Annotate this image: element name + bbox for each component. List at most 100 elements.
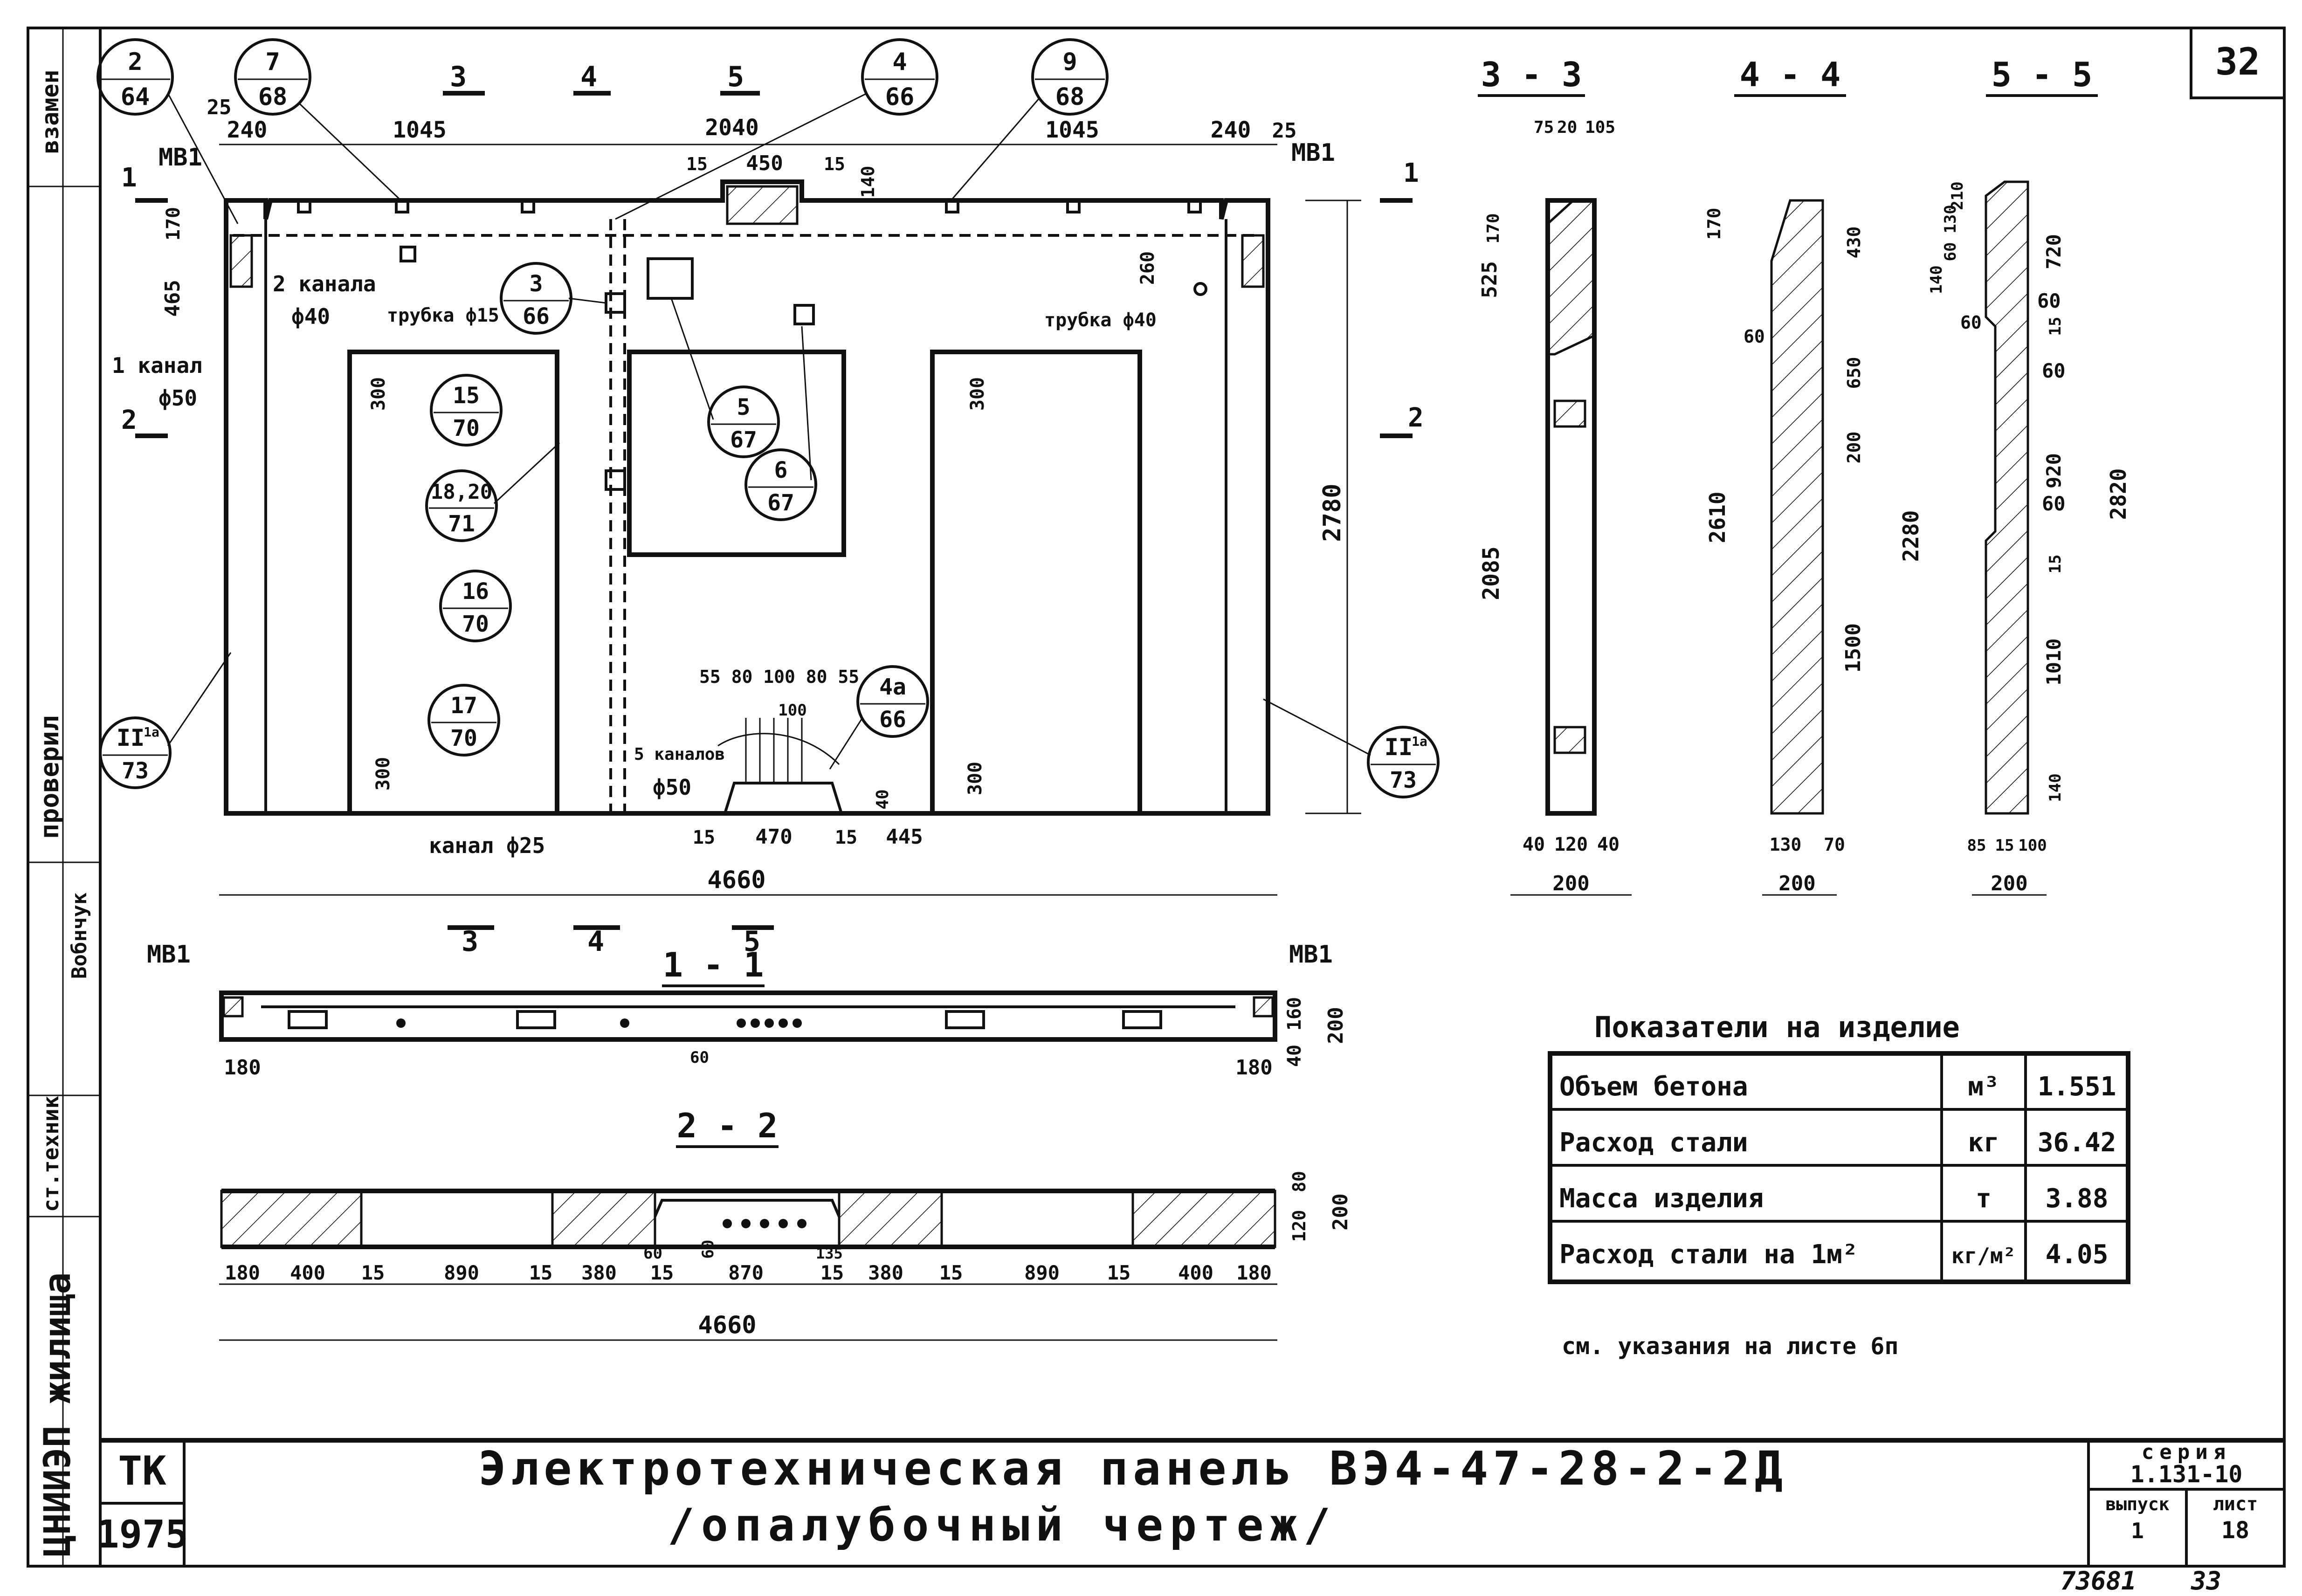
dim: 400 — [1178, 1261, 1213, 1284]
dim: 15 — [820, 1261, 844, 1284]
dim: 200 — [1844, 432, 1864, 464]
row-unit: кг — [1968, 1128, 1999, 1158]
mark-1-left: 1 — [121, 163, 137, 193]
dim-25-right: 25 — [1272, 119, 1297, 143]
dim: 105 — [1585, 118, 1615, 137]
door-opening-left — [347, 350, 559, 816]
mark-2-left: 2 — [121, 405, 137, 435]
dim: 400 — [290, 1261, 325, 1284]
dim-bottom-15a: 15 — [693, 827, 715, 848]
elevation-labels: МВ1 МВ1 2 канала ф40 1 канал ф50 трубка … — [112, 139, 1335, 858]
dim: 60 — [1744, 326, 1765, 347]
section-5-5: 5 - 5 140 60 130 210 720 15 60 920 60 15… — [1898, 55, 2131, 896]
row-unit: кг/м² — [1951, 1243, 2016, 1268]
issue-label: выпуск — [2105, 1494, 2169, 1514]
callout-top: 5 — [737, 394, 751, 420]
label-mb1-left-s11: МВ1 — [147, 941, 191, 969]
label-phi50: ф50 — [159, 385, 197, 411]
stamp-checker: Вобнчук — [68, 893, 91, 979]
callout-sup: 1а — [1412, 734, 1427, 749]
dim: 2820 — [2106, 468, 2131, 520]
section-2-2: 2 - 2 180 400 15 890 15 380 15 870 15 38… — [219, 1106, 1352, 1341]
callout-5-67: 567 — [707, 385, 780, 458]
label-mb1-right-s11: МВ1 — [1289, 941, 1333, 969]
dim: 120 — [1289, 1210, 1310, 1242]
mark-3-bottom: 3 — [462, 925, 478, 958]
dim: 15 — [2046, 317, 2065, 336]
callout-top: 6 — [774, 457, 788, 483]
dim-bottom-470: 470 — [755, 825, 792, 849]
label-tube15: трубка ф15 — [387, 305, 499, 326]
dim: 200 — [1778, 872, 1815, 895]
dim: 135 — [816, 1245, 843, 1262]
dim: 130 — [1941, 205, 1960, 233]
side-stamp: взамен проверил Вобнчук ст.техник ЦНИИЭП… — [27, 27, 102, 1568]
row-value: 4.05 — [2046, 1239, 2109, 1270]
dim: 210 — [1948, 181, 1967, 210]
callout-top: II — [117, 724, 145, 751]
dim: 1010 — [2042, 638, 2065, 685]
dim: 140 — [1927, 265, 1946, 294]
callout-top: 9 — [1062, 48, 1077, 76]
dim: 525 — [1478, 261, 1502, 298]
callout-9-68: 968 — [1031, 38, 1109, 116]
dim: 890 — [1024, 1261, 1060, 1284]
dim: 2280 — [1898, 510, 1923, 562]
dim: 890 — [444, 1261, 479, 1284]
dim: 60 — [643, 1244, 662, 1263]
callout-4-66: 466 — [861, 38, 938, 116]
sheet-number-box — [2190, 27, 2286, 99]
dim: 120 — [1554, 834, 1588, 855]
dim-240-left: 240 — [227, 117, 268, 143]
dim-4660-elev: 4660 — [707, 866, 765, 894]
dim-300-c: 300 — [372, 757, 394, 791]
row-label: Расход стали на 1м² — [1559, 1239, 1858, 1270]
callout-bottom: 73 — [1390, 767, 1417, 793]
callout-2-64: 264 — [96, 38, 174, 116]
dim: 200 — [1552, 872, 1589, 895]
dim-25-left: 25 — [207, 96, 232, 119]
dim-260: 260 — [1137, 251, 1158, 285]
dim-channels-100: 100 — [778, 701, 806, 720]
mark-2-right: 2 — [1408, 403, 1424, 433]
callout-bottom: 68 — [258, 83, 288, 111]
dim-2780: 2780 — [1318, 483, 1346, 542]
section-4-4-title: 4 - 4 — [1740, 55, 1841, 94]
indicators-table: Показатели на изделие Объем бетона м³ 1.… — [1548, 1010, 2130, 1360]
row-unit: т — [1976, 1183, 1992, 1214]
series-label: серия — [2142, 1440, 2231, 1464]
dim: 15 — [1995, 836, 2014, 855]
callout-bottom: 67 — [730, 427, 757, 453]
dim-bottom-15b: 15 — [835, 827, 857, 848]
callout-top: II — [1385, 734, 1413, 761]
callout-6-67: 667 — [744, 448, 817, 521]
callout-top: 4а — [879, 674, 906, 700]
dim: 380 — [581, 1261, 617, 1284]
dim-1045-left: 1045 — [393, 117, 447, 143]
callout-bottom: 64 — [121, 83, 150, 111]
dim: 200 — [1329, 1193, 1352, 1230]
label-phi50b: ф50 — [653, 775, 691, 800]
dim: 60 — [690, 1048, 709, 1067]
row-label: Объем бетона — [1559, 1072, 1748, 1102]
handwritten-number-2: 33 — [2191, 1566, 2221, 1596]
callout-bottom: 73 — [122, 758, 149, 784]
callout-bottom: 70 — [450, 725, 477, 751]
mark-5-top: 5 — [727, 61, 744, 93]
callout-3-66: 366 — [500, 262, 572, 335]
dim: 1500 — [1841, 623, 1865, 673]
dim: 75 — [1534, 118, 1554, 137]
dim: 40 — [1597, 834, 1620, 855]
row-value: 1.551 — [2038, 1072, 2116, 1102]
callout-bottom: 70 — [453, 415, 480, 441]
dim-bottom-445: 445 — [886, 825, 923, 849]
stamp-org: ЦНИИЭП жилища — [37, 1273, 79, 1557]
callout-top: 15 — [453, 383, 480, 409]
dim: 2610 — [1705, 492, 1730, 543]
